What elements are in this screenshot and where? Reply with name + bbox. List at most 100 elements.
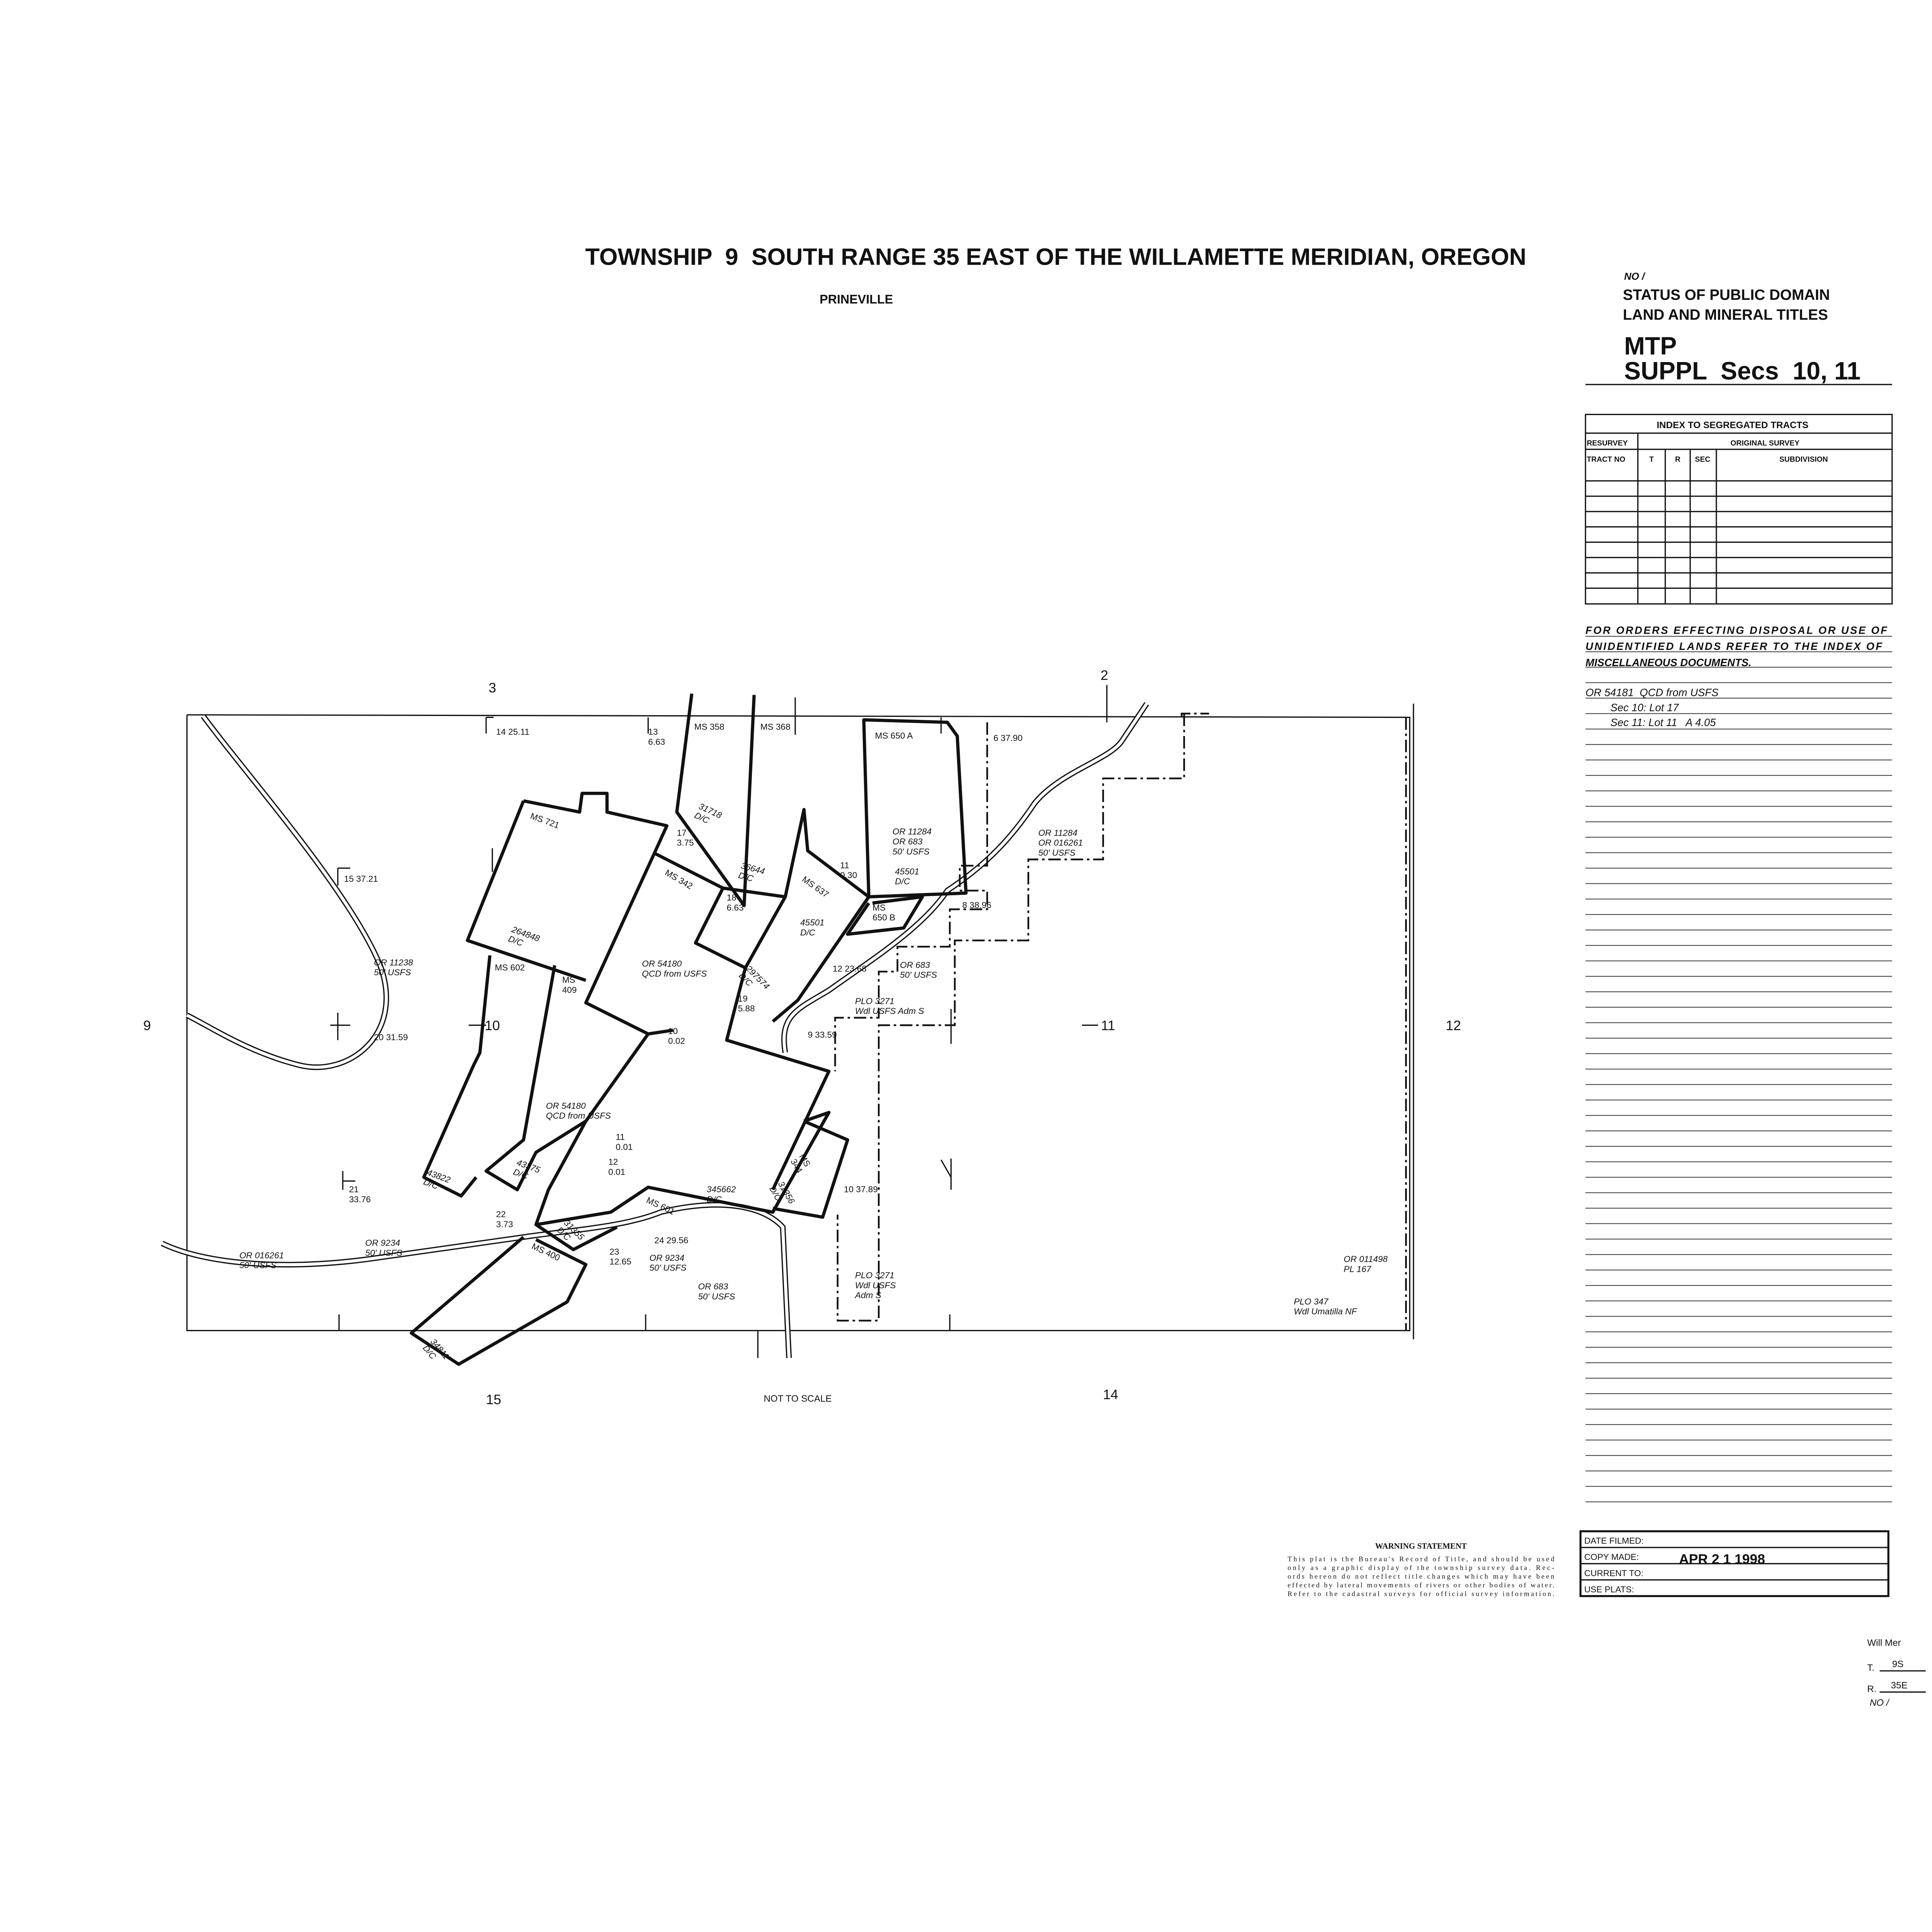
col-t: T — [1649, 455, 1654, 464]
map-label-line: 11 — [840, 861, 849, 870]
map-label-line: OR 9234 — [365, 1238, 400, 1248]
map-label-line: PLO 347 — [1294, 1297, 1329, 1306]
section-number: 11 — [1101, 1018, 1115, 1033]
filing-box: DATE FILMED: COPY MADE: CURRENT TO: USE … — [1579, 1530, 1889, 1597]
map-label-line: 50' USFS — [239, 1260, 276, 1270]
map-label-line: D/C — [800, 928, 816, 937]
meridian-label: Will Mer — [1867, 1638, 1901, 1648]
map-label-line: PL 167 — [1344, 1264, 1372, 1274]
map-label-line: 50' USFS — [650, 1263, 687, 1273]
map-label-line: 15 37.21 — [344, 874, 378, 884]
map-label: 9 33.59 — [808, 1030, 837, 1039]
township-boundary — [186, 714, 1410, 1332]
map-label-line: 23 — [609, 1247, 619, 1257]
map-label-line: Wdl Umatilla NF — [1294, 1307, 1357, 1316]
map-label-line: OR 11238 — [374, 957, 413, 967]
map-label-line: 20 31.59 — [374, 1032, 408, 1042]
map-label-line: 345662 — [707, 1184, 736, 1194]
map-label-line: MS — [562, 975, 575, 985]
map-label-line: OR 016261 — [239, 1250, 284, 1260]
map-label: MS 602 — [495, 963, 525, 972]
map-label-line: 3.73 — [496, 1219, 513, 1229]
map-label-line: QCD from USFS — [642, 969, 707, 978]
original-survey-header: ORIGINAL SURVEY — [1730, 439, 1799, 447]
map-label-line: 10 — [668, 1026, 678, 1036]
status-line-1: STATUS OF PUBLIC DOMAIN — [1623, 287, 1830, 303]
map-label: 31356D/C — [767, 1180, 797, 1211]
map-label: 6 37.90 — [993, 733, 1022, 743]
r-value: 35E — [1891, 1680, 1908, 1690]
map-label-line: OR 683 — [893, 837, 923, 846]
map-label-line: MS 721 — [529, 811, 561, 830]
entry-line: OR 54181 QCD from USFS — [1585, 687, 1718, 699]
map-label: 36644D/C — [737, 861, 766, 886]
section-number: 2 — [1100, 668, 1108, 683]
map-label-line: 650 B — [872, 913, 895, 922]
map-label-line: Wdl USFS — [855, 1281, 896, 1290]
map-label-line: 50' USFS — [365, 1248, 402, 1258]
map-label-line: 11 — [616, 1132, 625, 1142]
map-label-line: 18 — [727, 893, 736, 903]
map-label-line: 0.30 — [840, 871, 857, 880]
map-label-line: OR 11284 — [893, 827, 932, 837]
map-label-line: 50' USFS — [698, 1292, 735, 1301]
map-label: MS 368 — [760, 722, 791, 732]
map-label: 8 38.96 — [962, 900, 991, 910]
map-label-line: 19 — [738, 994, 748, 1003]
suppl-label: SUPPL Secs 10, 11 — [1624, 357, 1861, 385]
status-panel: NO / STATUS OF PUBLIC DOMAIN LAND AND MI… — [1585, 271, 1892, 385]
plat-subtitle: PRINEVILLE — [820, 292, 893, 306]
map-label-line: MS 650 A — [875, 731, 913, 740]
map-label-line: D/C — [895, 877, 910, 886]
warning-line: ords hereon do not reflect title changes… — [1287, 1572, 1554, 1580]
map-label-line: 45501 — [800, 918, 825, 927]
orders-note: FOR ORDERS EFFECTING DISPOSAL OR USE OF … — [1585, 624, 1892, 1502]
map-label-line: 5.88 — [738, 1004, 755, 1014]
warning-line: effected by lateral movements of rivers … — [1287, 1581, 1554, 1589]
plat-title: TOWNSHIP 9 SOUTH RANGE 35 EAST OF THE WI… — [585, 243, 1527, 270]
sheet-number: NO / — [1624, 271, 1646, 282]
map-label-line: MS 368 — [760, 722, 791, 732]
warning-line: This plat is the Bureau's Record of Titl… — [1287, 1555, 1554, 1563]
map-label: 12 23.68 — [833, 964, 867, 974]
map-label-line: Adm S — [854, 1291, 881, 1300]
warning-title: WARNING STATEMENT — [1375, 1541, 1467, 1551]
creek-south — [161, 1202, 792, 1358]
map-label: 24 29.56 — [655, 1236, 689, 1245]
map-label-line: 33.76 — [349, 1194, 371, 1204]
col-r: R — [1675, 455, 1680, 464]
date-filmed-label: DATE FILMED: — [1584, 1536, 1644, 1546]
copy-made-label: COPY MADE: — [1584, 1552, 1639, 1562]
map-label: 264848D/C — [507, 924, 541, 953]
t-label: T. — [1867, 1663, 1874, 1673]
map-label-line: 50' USFS — [900, 970, 937, 980]
col-tract-no: TRACT NO — [1587, 455, 1625, 464]
r-label: R. — [1867, 1684, 1876, 1694]
map-label-line: MS 358 — [694, 722, 724, 732]
map-label: 31718D/C — [693, 801, 723, 830]
map-label: 15 37.21 — [344, 874, 378, 884]
date-stamp: APR 2 1 1998 — [1679, 1551, 1765, 1567]
map-label: MS 358 — [694, 722, 724, 732]
map-label-line: OR 11284 — [1038, 828, 1077, 838]
township-map: 3 2 9 10 11 12 15 14 NOT TO SCALE 14 25.… — [143, 668, 1461, 1407]
map-label-line: 21 — [349, 1184, 359, 1194]
map-label-line: 12 23.68 — [833, 964, 867, 974]
use-plats-label: USE PLATS: — [1584, 1585, 1634, 1594]
